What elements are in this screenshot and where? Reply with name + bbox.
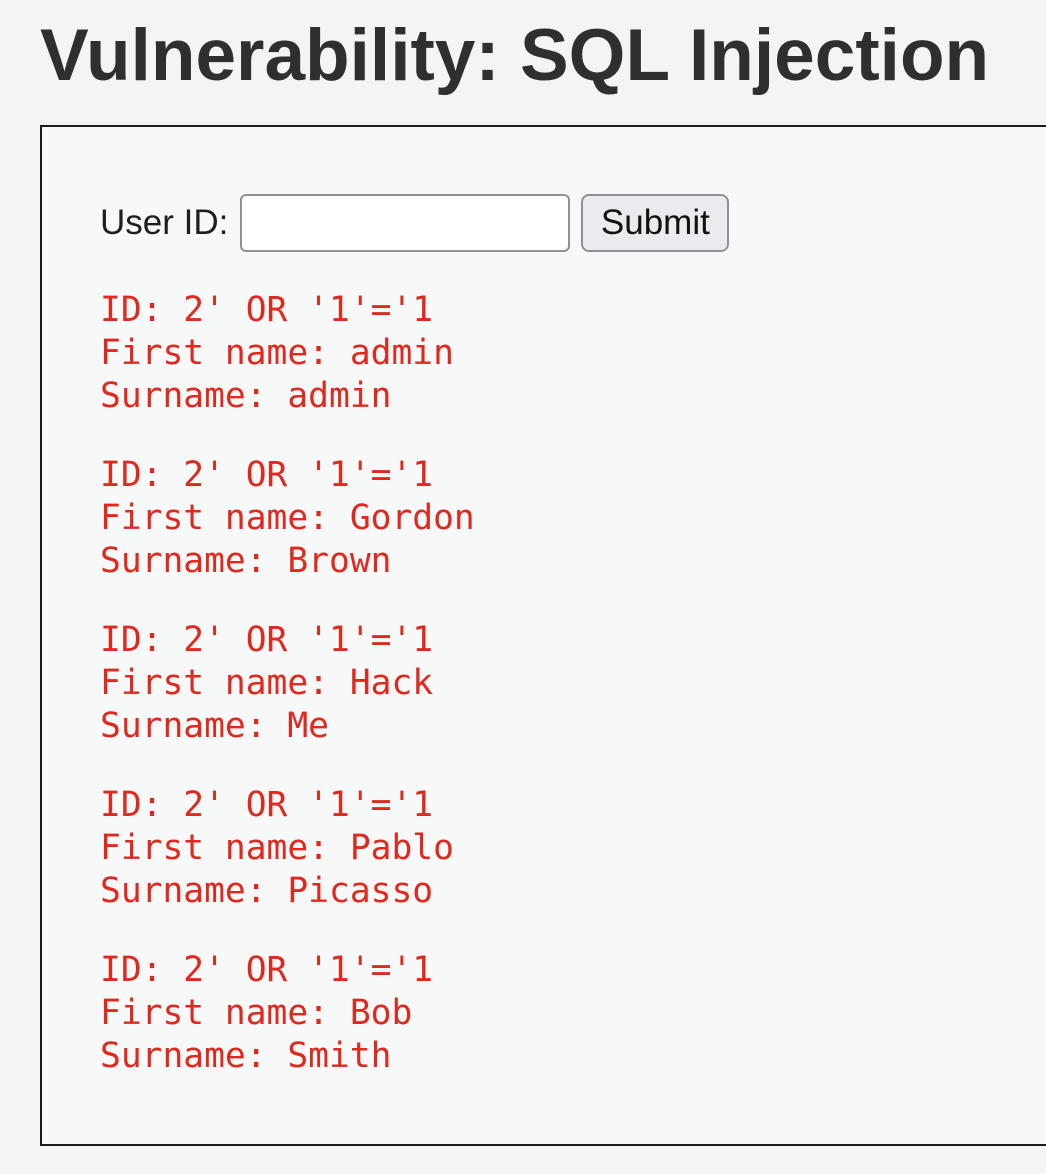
result-first-name: First name: admin xyxy=(100,333,454,373)
submit-button[interactable]: Submit xyxy=(581,194,730,252)
user-id-input[interactable] xyxy=(240,194,571,252)
result-first-name: First name: Gordon xyxy=(100,498,475,538)
result-id: ID: 2' OR '1'='1 xyxy=(100,455,434,495)
result-id: ID: 2' OR '1'='1 xyxy=(100,950,434,990)
page-title: Vulnerability: SQL Injection xyxy=(40,15,990,96)
result-record: ID: 2' OR '1'='1 First name: Gordon Surn… xyxy=(100,454,475,583)
result-surname: Surname: Smith xyxy=(100,1036,392,1076)
result-record: ID: 2' OR '1'='1 First name: admin Surna… xyxy=(100,289,475,418)
vulnerable-code-area: User ID: Submit ID: 2' OR '1'='1 First n… xyxy=(40,125,1046,1146)
result-surname: Surname: admin xyxy=(100,376,392,416)
result-surname: Surname: Brown xyxy=(100,541,392,581)
result-id: ID: 2' OR '1'='1 xyxy=(100,620,434,660)
user-id-form: User ID: Submit xyxy=(100,193,730,253)
result-id: ID: 2' OR '1'='1 xyxy=(100,290,434,330)
result-id: ID: 2' OR '1'='1 xyxy=(100,785,434,825)
result-first-name: First name: Hack xyxy=(100,663,434,703)
result-record: ID: 2' OR '1'='1 First name: Bob Surname… xyxy=(100,949,475,1078)
query-results: ID: 2' OR '1'='1 First name: admin Surna… xyxy=(100,289,475,1114)
result-first-name: First name: Bob xyxy=(100,993,413,1033)
result-surname: Surname: Me xyxy=(100,706,329,746)
result-record: ID: 2' OR '1'='1 First name: Pablo Surna… xyxy=(100,784,475,913)
result-surname: Surname: Picasso xyxy=(100,871,434,911)
result-first-name: First name: Pablo xyxy=(100,828,454,868)
result-record: ID: 2' OR '1'='1 First name: Hack Surnam… xyxy=(100,619,475,748)
user-id-label: User ID: xyxy=(100,203,229,242)
